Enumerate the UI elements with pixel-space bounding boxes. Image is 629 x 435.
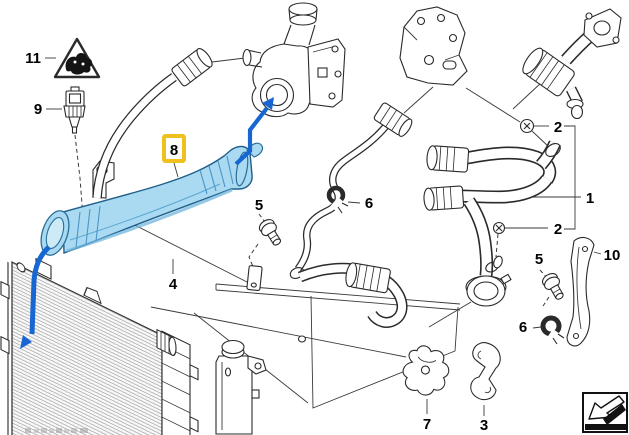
- elbow-hose: [297, 262, 408, 328]
- radiator-mount-tab: [0, 280, 10, 300]
- clip-6-mid: [326, 185, 349, 216]
- hose-coupling: [426, 145, 470, 173]
- thermostat-housing: [242, 2, 346, 118]
- hose-coupling: [423, 185, 465, 211]
- continuation-arrow-icon[interactable]: [582, 392, 628, 433]
- radiator-tank: [161, 330, 191, 435]
- water-pipe-coupling: [522, 47, 575, 97]
- water-pipe: [522, 8, 622, 120]
- callout-5-right[interactable]: 5: [535, 251, 543, 268]
- callout-3[interactable]: 3: [480, 417, 488, 434]
- callout-2-bottom[interactable]: 2: [554, 221, 562, 238]
- callout-5-mid[interactable]: 5: [255, 197, 263, 214]
- clip-6-right: [540, 315, 567, 349]
- diagram-code-smudge: [25, 428, 88, 433]
- hose-holder-3: [470, 342, 501, 401]
- hose-coupling: [345, 262, 391, 294]
- hose-coupling: [373, 102, 413, 137]
- radiator: [0, 257, 199, 435]
- callout-8-box[interactable]: 8: [162, 134, 186, 163]
- callout-1[interactable]: 1: [586, 190, 594, 207]
- callout-6-right[interactable]: 6: [519, 319, 527, 336]
- flow-arrow-up-icon: [234, 97, 274, 166]
- clip-7: [402, 345, 450, 396]
- expansion-tank-cap: [221, 339, 245, 355]
- screw-2-bottom: [492, 221, 506, 235]
- screw-2-top: [519, 118, 535, 134]
- radiator-core: [11, 261, 163, 435]
- callout-11[interactable]: 11: [25, 50, 41, 67]
- callout-6-mid[interactable]: 6: [365, 195, 373, 212]
- callout-9[interactable]: 9: [34, 101, 42, 118]
- callouts: 11 9 8 4 5 6 5 6 2 1 2 10 7 3: [25, 50, 620, 434]
- hose-coupling: [171, 48, 213, 87]
- temp-sensor-9: [63, 86, 86, 134]
- flow-arrow-down-icon: [20, 245, 51, 349]
- radiator-hose-assembly: [423, 140, 561, 307]
- bracket-10: [566, 236, 595, 347]
- ref-panel: [215, 265, 461, 409]
- callout-4[interactable]: 4: [169, 276, 178, 293]
- warning-triangle-icon: [53, 37, 101, 79]
- callout-10[interactable]: 10: [604, 247, 621, 264]
- callout-7[interactable]: 7: [423, 416, 431, 433]
- part8-hose[interactable]: [36, 142, 264, 259]
- callout-8: 8: [170, 142, 178, 159]
- radiator-inlet-connector: [156, 328, 177, 357]
- hose-clamp-top: [545, 143, 561, 157]
- screw-5-mid: [258, 219, 282, 246]
- callout-2-top[interactable]: 2: [554, 119, 562, 136]
- upper-heater-hose: [92, 48, 213, 199]
- expansion-tank: [215, 339, 267, 435]
- radiator-mount-tab: [0, 335, 10, 355]
- engine-bracket: [399, 6, 468, 86]
- screw-5-right: [541, 273, 564, 300]
